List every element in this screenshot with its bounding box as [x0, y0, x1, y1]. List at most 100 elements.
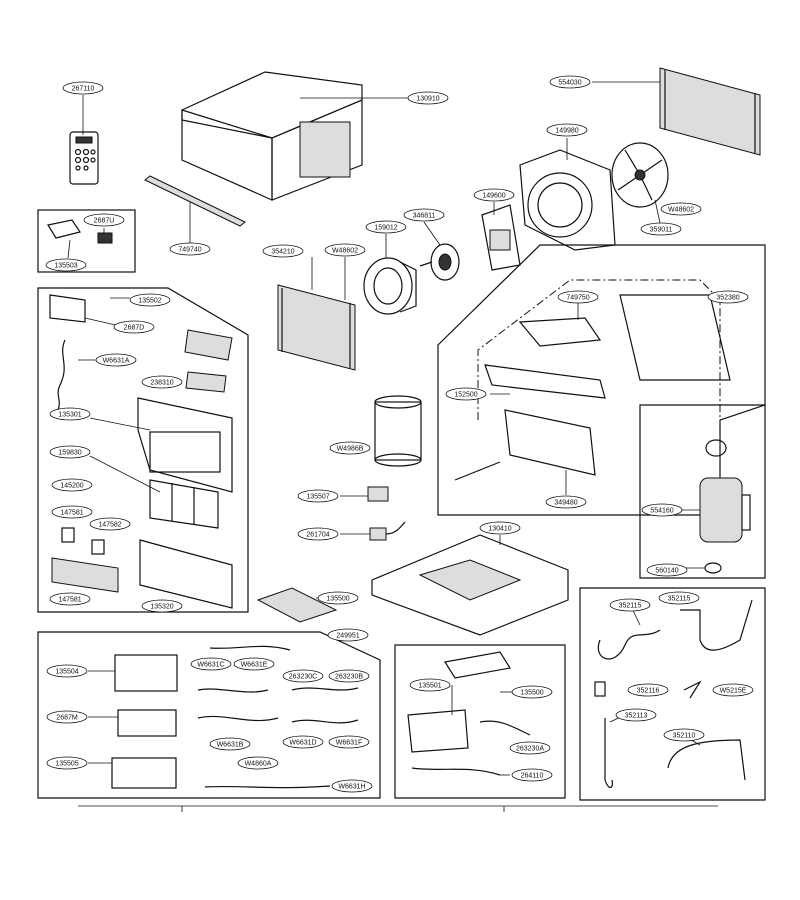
callout-bubble: [409, 678, 451, 692]
part-callout-147582: 147582: [89, 517, 131, 531]
part-callout-w6631d: W6631D: [282, 735, 324, 749]
callout-bubble: [89, 517, 131, 531]
callout-label: 135503: [54, 263, 77, 270]
callout-bubble: [49, 407, 91, 421]
callout-label: 264110: [521, 773, 544, 780]
callout-bubble: [615, 708, 657, 722]
callout-bubble: [707, 290, 749, 304]
callout-label: W48602: [668, 207, 694, 214]
callout-bubble: [237, 756, 279, 770]
callout-label: W6631E: [241, 662, 268, 669]
callout-bubble: [403, 208, 445, 222]
part-callout-2687u: 2687U: [83, 213, 125, 227]
part-callout-554030: 554030: [549, 75, 591, 89]
callout-bubble: [663, 728, 705, 742]
callout-bubble: [712, 683, 754, 697]
part-callout-159830: 159830: [49, 445, 91, 459]
callout-label: 159830: [58, 450, 81, 457]
callout-label: W4986B: [337, 446, 364, 453]
part-callout-135320: 135320: [141, 599, 183, 613]
callout-bubble: [658, 591, 700, 605]
callout-label: 352115: [619, 603, 642, 610]
callout-label: 267110: [72, 86, 95, 93]
callout-label: 352115: [668, 596, 691, 603]
callout-bubble: [327, 628, 369, 642]
callout-label: W4860A: [245, 761, 272, 768]
part-callout-w6631b: W6631B: [209, 737, 251, 751]
callout-bubble: [365, 220, 407, 234]
part-callout-w48602: W48602: [660, 202, 702, 216]
callout-bubble: [646, 563, 688, 577]
callout-label: 2687M: [56, 715, 78, 722]
callout-bubble: [479, 521, 521, 535]
callout-bubble: [282, 735, 324, 749]
callout-label: 261704: [306, 532, 329, 539]
part-callout-359011: 359011: [640, 222, 682, 236]
callout-bubble: [169, 242, 211, 256]
callout-bubble: [262, 244, 304, 258]
callout-label: 145200: [60, 483, 83, 490]
power-cord-group: [394, 644, 566, 799]
part-callout-2687d: 2687D: [113, 320, 155, 334]
motor-mount-part: [481, 202, 521, 271]
capacitor-part: [340, 486, 406, 541]
part-callout-152500: 152500: [445, 387, 487, 401]
callout-label: 238310: [150, 380, 173, 387]
callout-label: 130410: [488, 526, 511, 533]
part-callout-159012: 159012: [365, 220, 407, 234]
base-pan-part: [371, 534, 569, 636]
callout-label: 352116: [637, 688, 660, 695]
callout-label: W6631D: [289, 740, 316, 747]
callout-label: W6631A: [103, 358, 130, 365]
part-callout-135505: 135505: [46, 756, 88, 770]
callout-bubble: [190, 657, 232, 671]
part-callout-560140: 560140: [646, 563, 688, 577]
part-callout-135504: 135504: [46, 664, 88, 678]
callout-layer: 2671101309105540301499807497401496002687…: [45, 75, 754, 793]
front-panel-group: [37, 287, 249, 613]
callout-label: W5215E: [720, 688, 747, 695]
part-callout-554160: 554160: [641, 503, 683, 517]
callout-bubble: [49, 445, 91, 459]
callout-label: 147581: [60, 510, 83, 517]
callout-bubble: [328, 669, 370, 683]
callout-label: W6631H: [338, 784, 365, 791]
callout-label: 135320: [150, 604, 173, 611]
part-callout-352115: 352115: [609, 598, 651, 612]
callout-bubble: [83, 213, 125, 227]
callout-bubble: [297, 489, 339, 503]
callout-label: 149600: [482, 193, 505, 200]
part-callout-w4860a: W4860A: [237, 756, 279, 770]
compressor-group: [639, 404, 766, 579]
callout-label: 263230C: [289, 674, 317, 681]
callout-label: 135301: [58, 412, 81, 419]
callout-label: 263230A: [516, 746, 544, 753]
filter-roll-part: [374, 395, 422, 467]
part-callout-135502: 135502: [129, 293, 171, 307]
callout-bubble: [331, 779, 373, 793]
callout-label: 560140: [655, 568, 678, 575]
callout-label: W48602: [332, 248, 358, 255]
part-callout-w48602: W48602: [324, 243, 366, 257]
part-callout-135301: 135301: [49, 407, 91, 421]
part-callout-w5215e: W5215E: [712, 683, 754, 697]
cover-plate-part: [256, 587, 338, 623]
callout-bubble: [609, 598, 651, 612]
callout-bubble: [141, 375, 183, 389]
callout-bubble: [407, 91, 449, 105]
callout-bubble: [46, 664, 88, 678]
part-callout-147581: 147581: [49, 592, 91, 606]
part-callout-135503: 135503: [45, 258, 87, 272]
callout-label: 152500: [454, 392, 477, 399]
callout-label: 352113: [625, 713, 648, 720]
footer-divider: [78, 805, 718, 812]
part-callout-354210: 354210: [262, 244, 304, 258]
callout-bubble: [141, 599, 183, 613]
part-callout-130410: 130410: [479, 521, 521, 535]
callout-bubble: [473, 188, 515, 202]
part-callout-135507: 135507: [297, 489, 339, 503]
callout-bubble: [557, 290, 599, 304]
part-callout-263230c: 263230C: [282, 669, 324, 683]
callout-bubble: [627, 683, 669, 697]
